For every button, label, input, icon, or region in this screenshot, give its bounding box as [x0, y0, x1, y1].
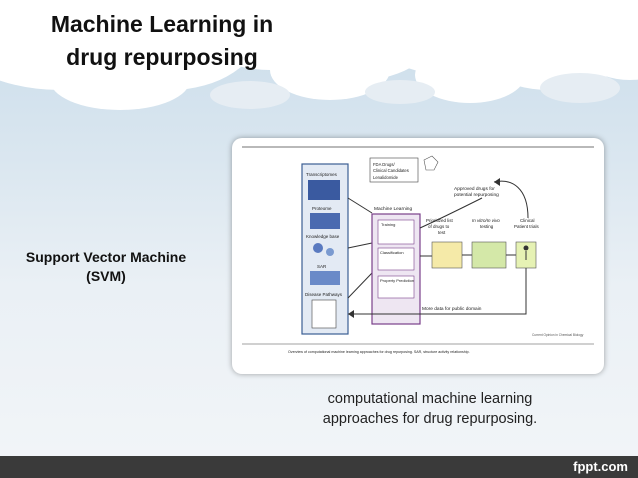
- footer-brand: fppt.com: [573, 459, 628, 474]
- approved-label-2: potential repurposing: [454, 192, 499, 198]
- candidates-label-2: Clinical Candidates: [373, 168, 409, 173]
- patient-icon: [523, 245, 529, 251]
- footer-bar: fppt.com: [0, 456, 638, 478]
- slide-title: Machine Learning in drug repurposing: [12, 8, 312, 74]
- arrow: [348, 268, 527, 315]
- property-box: [377, 275, 415, 299]
- cloud-banner: [0, 0, 638, 110]
- pathway-image: [311, 299, 337, 329]
- arrow: [347, 242, 373, 249]
- public-domain-label: More data for public domain: [422, 306, 482, 312]
- molecule-structure-icon: [423, 155, 439, 171]
- svm-label: Support Vector Machine (SVM): [6, 248, 206, 286]
- source-sar: SAR: [317, 264, 327, 269]
- workflow-figure: Transcriptomes Proteome Knowledge base S…: [232, 138, 604, 374]
- workflow-diagram: Transcriptomes Proteome Knowledge base S…: [242, 146, 594, 354]
- prioritized-label-3: test: [438, 230, 446, 235]
- slide-caption: computational machine learning approache…: [300, 389, 560, 429]
- clinical-label-2: Patient trials: [514, 224, 540, 229]
- source-disease-pathways: Disease Pathways: [305, 292, 343, 297]
- prioritized-label-2: of drugs to: [428, 224, 450, 229]
- testing-box: [471, 241, 507, 269]
- source-knowledge-base: Knowledge base: [306, 234, 340, 239]
- ml-step-property: Property Prediction: [380, 278, 414, 283]
- ml-title: Machine Learning: [374, 206, 412, 212]
- knowledge-node-icon: [313, 243, 323, 253]
- slide-caption-line1: computational machine learning: [327, 391, 533, 407]
- testing-label-1: In vitro/In vivo: [472, 218, 500, 223]
- slide-title-line2: drug repurposing: [66, 44, 258, 70]
- knowledge-node-icon: [326, 248, 334, 256]
- arrowhead: [494, 178, 500, 186]
- approved-label-1: Approved drugs for: [454, 186, 495, 192]
- transcriptomes-image: [308, 180, 340, 200]
- svm-label-line2: (SVM): [86, 268, 126, 284]
- slide-title-line1: Machine Learning in: [50, 11, 274, 37]
- prioritized-label-1: Prioritized list: [426, 218, 454, 223]
- source-note: Current Opinion in Chemical Biology: [532, 333, 584, 337]
- candidates-label-1: FDA Drugs/: [373, 162, 395, 167]
- arrow: [419, 197, 483, 229]
- source-proteome: Proteome: [312, 206, 332, 211]
- arrow: [493, 180, 529, 219]
- arrow: [347, 197, 373, 214]
- classification-box: [377, 247, 415, 271]
- training-box: [377, 219, 415, 245]
- ml-step-training: Training: [381, 222, 395, 227]
- candidates-box: [369, 157, 419, 183]
- proteome-image: [310, 213, 340, 229]
- ml-step-classification: Classification: [380, 250, 404, 255]
- prioritized-list-box: [431, 241, 463, 269]
- source-transcriptomes: Transcriptomes: [306, 172, 338, 177]
- figure-caption: Overview of computational machine learni…: [288, 350, 470, 354]
- arrow: [347, 272, 373, 299]
- slide-caption-line2: approaches for drug repurposing.: [322, 411, 538, 427]
- sar-image: [310, 271, 340, 285]
- arrowhead: [348, 310, 354, 318]
- testing-label-2: testing: [480, 224, 494, 229]
- svm-label-line1: Support Vector Machine: [25, 249, 187, 265]
- candidates-label-3: Lenalidomide: [373, 175, 399, 180]
- clinical-label-1: Clinical: [520, 218, 535, 223]
